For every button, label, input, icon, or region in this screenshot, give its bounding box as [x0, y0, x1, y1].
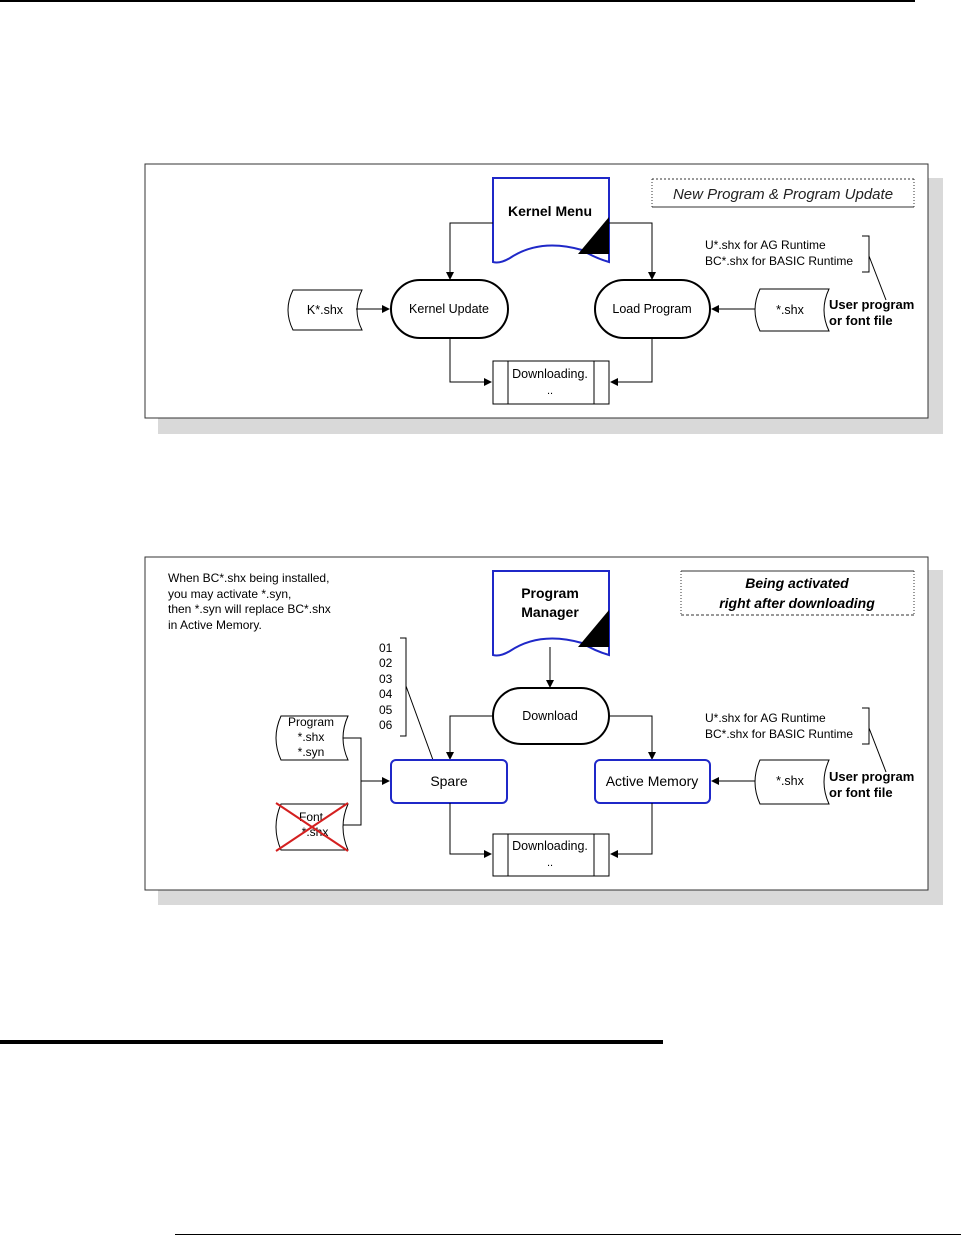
downloading-cont: .. [547, 857, 553, 869]
slot-number: 03 [379, 672, 393, 686]
program-file [275, 715, 349, 761]
page-fold-icon [578, 217, 609, 254]
download-label: Download [522, 709, 578, 723]
diagram-title-line-1: Being activated [745, 575, 849, 591]
kernel-menu-document [492, 177, 610, 264]
bc-shx-note: BC*.shx for BASIC Runtime [705, 727, 853, 741]
spare-label: Spare [430, 773, 468, 789]
downloading-box [492, 360, 610, 405]
k-shx-file [287, 289, 363, 331]
downloading-label: Downloading. [512, 839, 588, 853]
page-fold-icon [578, 610, 609, 647]
slot-number: 05 [379, 703, 393, 717]
footer-rule [175, 1234, 961, 1235]
slot-number: 06 [379, 718, 393, 732]
slot-number: 02 [379, 656, 393, 670]
bc-shx-note: BC*.shx for BASIC Runtime [705, 254, 853, 268]
install-note-line: you may activate *.syn, [168, 587, 291, 601]
slot-number: 04 [379, 687, 393, 701]
install-note-line: When BC*.shx being installed, [168, 571, 329, 585]
title-box [681, 571, 914, 615]
font-file-label: Font [299, 810, 324, 824]
program-manager-document [492, 570, 610, 657]
user-program-label: User program [829, 769, 914, 784]
slot-number: 01 [379, 641, 393, 655]
diagram-program-manager: Being activated right after downloading … [144, 556, 943, 905]
downloading-box [492, 833, 610, 877]
program-file-label: Program [288, 715, 334, 729]
kernel-menu-label: Kernel Menu [508, 203, 592, 219]
diagram-title-line-2: right after downloading [719, 595, 875, 611]
spare-node [390, 759, 508, 804]
u-shx-note: U*.shx for AG Runtime [705, 711, 826, 725]
diagram-new-program: New Program & Program Update Kernel Menu… [144, 163, 943, 434]
title-box [652, 179, 914, 207]
program-file-label: *.syn [298, 745, 325, 759]
shx-file [754, 759, 830, 805]
cross-out-icon [275, 802, 349, 852]
font-file-label: or font file [829, 313, 893, 328]
shx-label: *.shx [776, 774, 805, 788]
kernel-update-label: Kernel Update [409, 302, 489, 316]
load-program-label: Load Program [612, 302, 691, 316]
user-program-label: User program [829, 297, 914, 312]
program-manager-label: Manager [521, 604, 579, 620]
program-file-label: *.shx [298, 730, 325, 744]
downloading-label: Downloading. [512, 367, 588, 381]
top-rule [0, 0, 915, 2]
shx-file [754, 288, 830, 332]
program-manager-label: Program [521, 585, 579, 601]
diagram-title: New Program & Program Update [673, 186, 893, 203]
shx-label: *.shx [776, 303, 805, 317]
downloading-cont: .. [547, 385, 553, 397]
k-shx-label: K*.shx [307, 303, 344, 317]
u-shx-note: U*.shx for AG Runtime [705, 238, 826, 252]
font-file-label: or font file [829, 785, 893, 800]
section-rule [0, 1040, 663, 1044]
install-note-line: in Active Memory. [168, 618, 262, 632]
install-note-line: then *.syn will replace BC*.shx [168, 602, 331, 616]
active-memory-label: Active Memory [606, 773, 699, 789]
